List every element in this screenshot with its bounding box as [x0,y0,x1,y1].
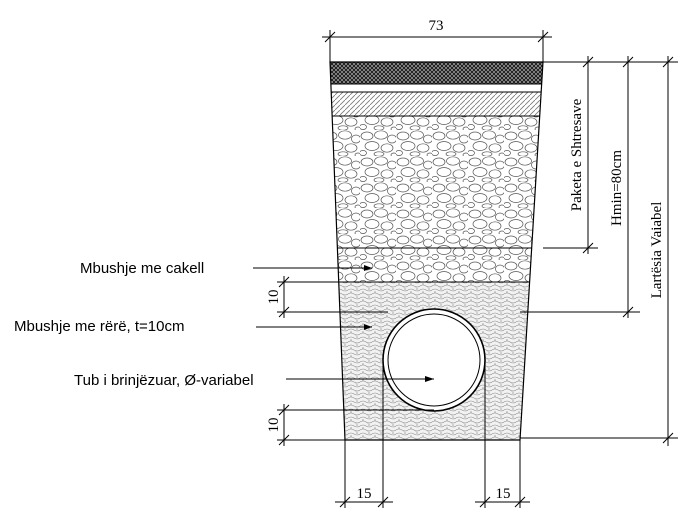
trench-layers [330,62,543,440]
pipe [382,308,486,412]
right-clearance-dimension: 15 [496,486,511,502]
pipe-callout: Tub i brinjëzuar, Ø-variabel [74,372,434,389]
right-dimensions: Paketa e Shtresave Hmin=80cm Lartësia Va… [520,56,678,446]
left-dimensions: 10 10 [266,276,434,446]
hmin-label: Hmin=80cm [609,150,625,226]
left-clearance-dimension: 15 [357,486,372,502]
base-layer [330,84,543,92]
gravel-fill-label: Mbushje me cakell [80,260,204,277]
pipe-label: Tub i brinjëzuar, Ø-variabel [74,372,254,389]
sand-callout: Mbushje me rërë, t=10cm [14,318,372,335]
sand-fill-label: Mbushje me rërë, t=10cm [14,318,185,335]
stone-fill-layer [330,116,543,282]
asphalt-layer [330,62,543,84]
bottom-dimensions: 15 15 [335,360,530,508]
top-width-value: 73 [429,18,444,34]
total-height-label: Lartësia Vaiabel [649,202,665,299]
sand-bottom-dimension: 10 [266,418,282,433]
gravel-callout: Mbushje me cakell [80,260,372,277]
hatched-base-layer [330,92,543,116]
top-width-dimension: 73 [322,18,552,62]
sand-top-dimension: 10 [266,290,282,305]
layers-package-label: Paketa e Shtresave [569,98,585,211]
